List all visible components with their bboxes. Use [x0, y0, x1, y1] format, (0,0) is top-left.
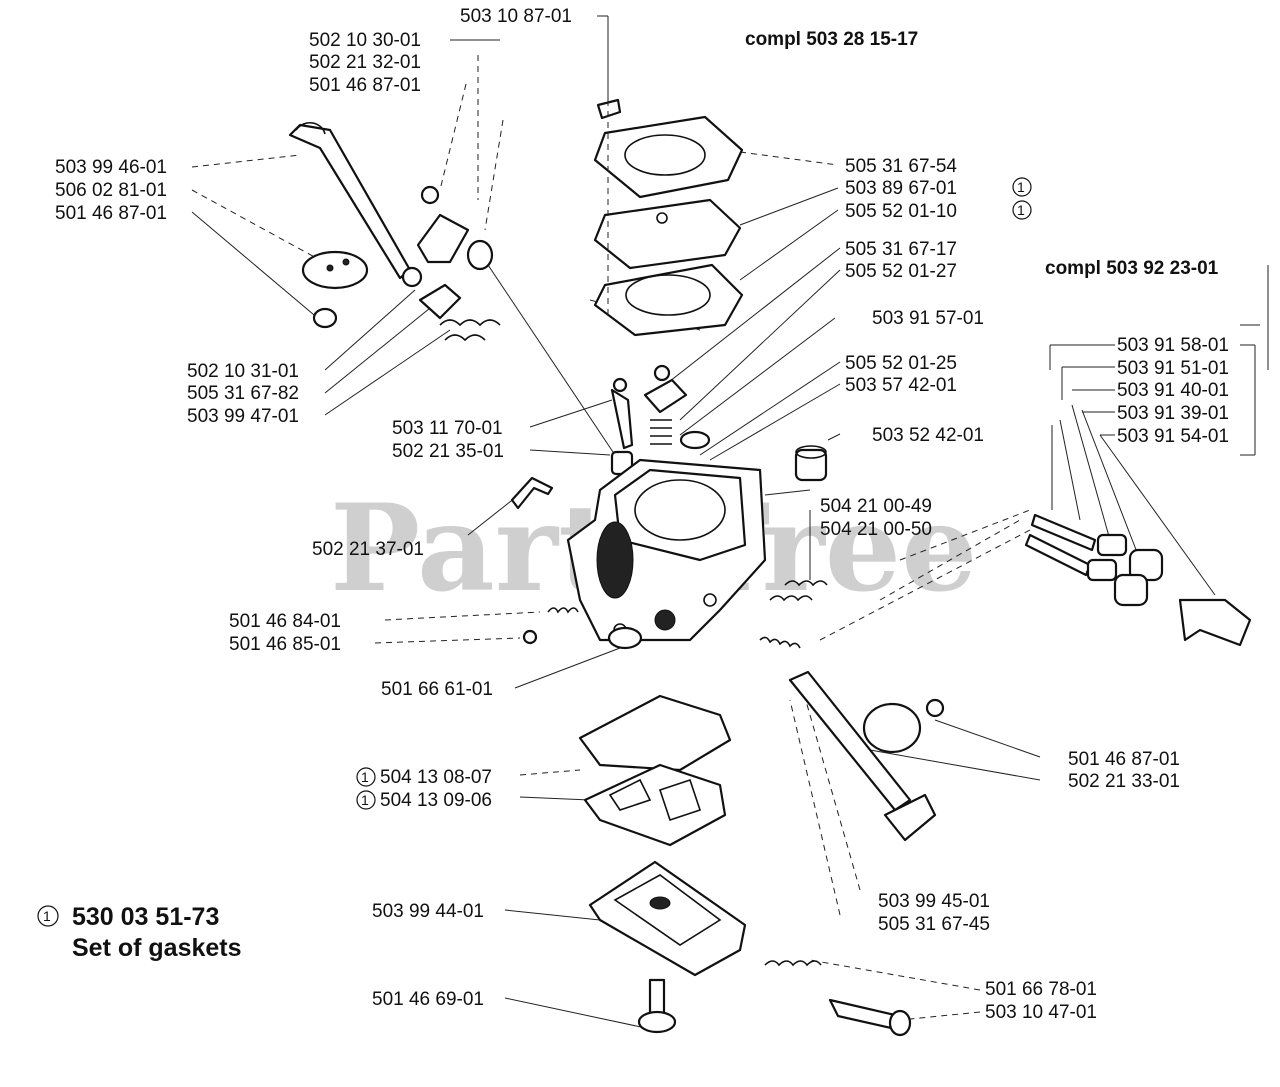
marker-circle	[356, 790, 376, 810]
assembly-label-right: compl 503 92 23-01	[1045, 258, 1219, 279]
part-label: 503 10 87-01	[460, 6, 572, 27]
part-label: 501 66 61-01	[381, 679, 493, 700]
part-label: 505 52 01-27	[845, 261, 957, 282]
part-label: 501 46 87-01	[309, 75, 421, 96]
part-label: 504 13 09-06	[380, 790, 492, 811]
part-number-labels: 503 10 87-01 502 10 30-01 502 21 32-01 5…	[55, 6, 1229, 1023]
part-label: 504 21 00-49	[820, 496, 932, 517]
part-label: 503 91 40-01	[1117, 380, 1229, 401]
part-label: 504 21 00-50	[820, 519, 932, 540]
part-label: 503 91 58-01	[1117, 335, 1229, 356]
part-label: 503 99 47-01	[187, 406, 299, 427]
legend-marker-text: 1	[43, 908, 51, 924]
part-label: 502 21 35-01	[392, 441, 504, 462]
legend-marker-circle	[37, 905, 59, 927]
part-label: 501 46 69-01	[372, 989, 484, 1010]
marker-text: 1	[361, 769, 369, 785]
part-label: 501 46 84-01	[229, 611, 341, 632]
part-label: 501 46 87-01	[1068, 749, 1180, 770]
part-label: 505 31 67-45	[878, 914, 990, 935]
part-label: 503 11 70-01	[392, 418, 503, 439]
part-label: 505 52 01-10	[845, 201, 957, 222]
marker-text: 1	[361, 792, 369, 808]
part-label: 502 10 30-01	[309, 30, 421, 51]
gasket-set-legend: 1 530 03 51-73 Set of gaskets	[37, 903, 242, 962]
part-label: 503 89 67-01	[845, 178, 957, 199]
part-label: 501 46 85-01	[229, 634, 341, 655]
part-label: 505 31 67-17	[845, 239, 957, 260]
marker-text: 1	[1017, 202, 1025, 218]
part-label: 505 31 67-82	[187, 383, 299, 404]
part-drawings	[288, 98, 1252, 1037]
part-label: 503 99 44-01	[372, 901, 484, 922]
part-label: 505 52 01-25	[845, 353, 957, 374]
gasket-set-number: 530 03 51-73	[72, 903, 219, 931]
part-label: 503 91 51-01	[1117, 358, 1229, 379]
part-label: 503 52 42-01	[872, 425, 984, 446]
assembly-label-top: compl 503 28 15-17	[745, 29, 918, 50]
part-label: 501 46 87-01	[55, 203, 167, 224]
part-label: 503 91 57-01	[872, 308, 984, 329]
gasket-markers: 1 1 1 1	[356, 177, 1032, 810]
part-label: 503 99 46-01	[55, 157, 167, 178]
part-label: 502 21 32-01	[309, 52, 421, 73]
part-label: 503 91 54-01	[1117, 426, 1229, 447]
part-label: 502 21 33-01	[1068, 771, 1180, 792]
marker-circle	[1012, 200, 1032, 220]
part-label: 505 31 67-54	[845, 156, 957, 177]
part-label: 504 13 08-07	[380, 767, 492, 788]
part-label: 502 21 37-01	[312, 539, 424, 560]
part-label: 503 57 42-01	[845, 375, 957, 396]
marker-circle	[356, 767, 376, 787]
leader-lines	[191, 15, 1269, 1031]
part-label: 506 02 81-01	[55, 180, 167, 201]
part-label: 503 10 47-01	[985, 1002, 1097, 1023]
marker-text: 1	[1017, 179, 1025, 195]
part-label: 503 99 45-01	[878, 891, 990, 912]
part-label: 502 10 31-01	[187, 361, 299, 382]
part-label: 501 66 78-01	[985, 979, 1097, 1000]
part-label: 503 91 39-01	[1117, 403, 1229, 424]
marker-circle	[1012, 177, 1032, 197]
gasket-set-name: Set of gaskets	[72, 934, 242, 962]
